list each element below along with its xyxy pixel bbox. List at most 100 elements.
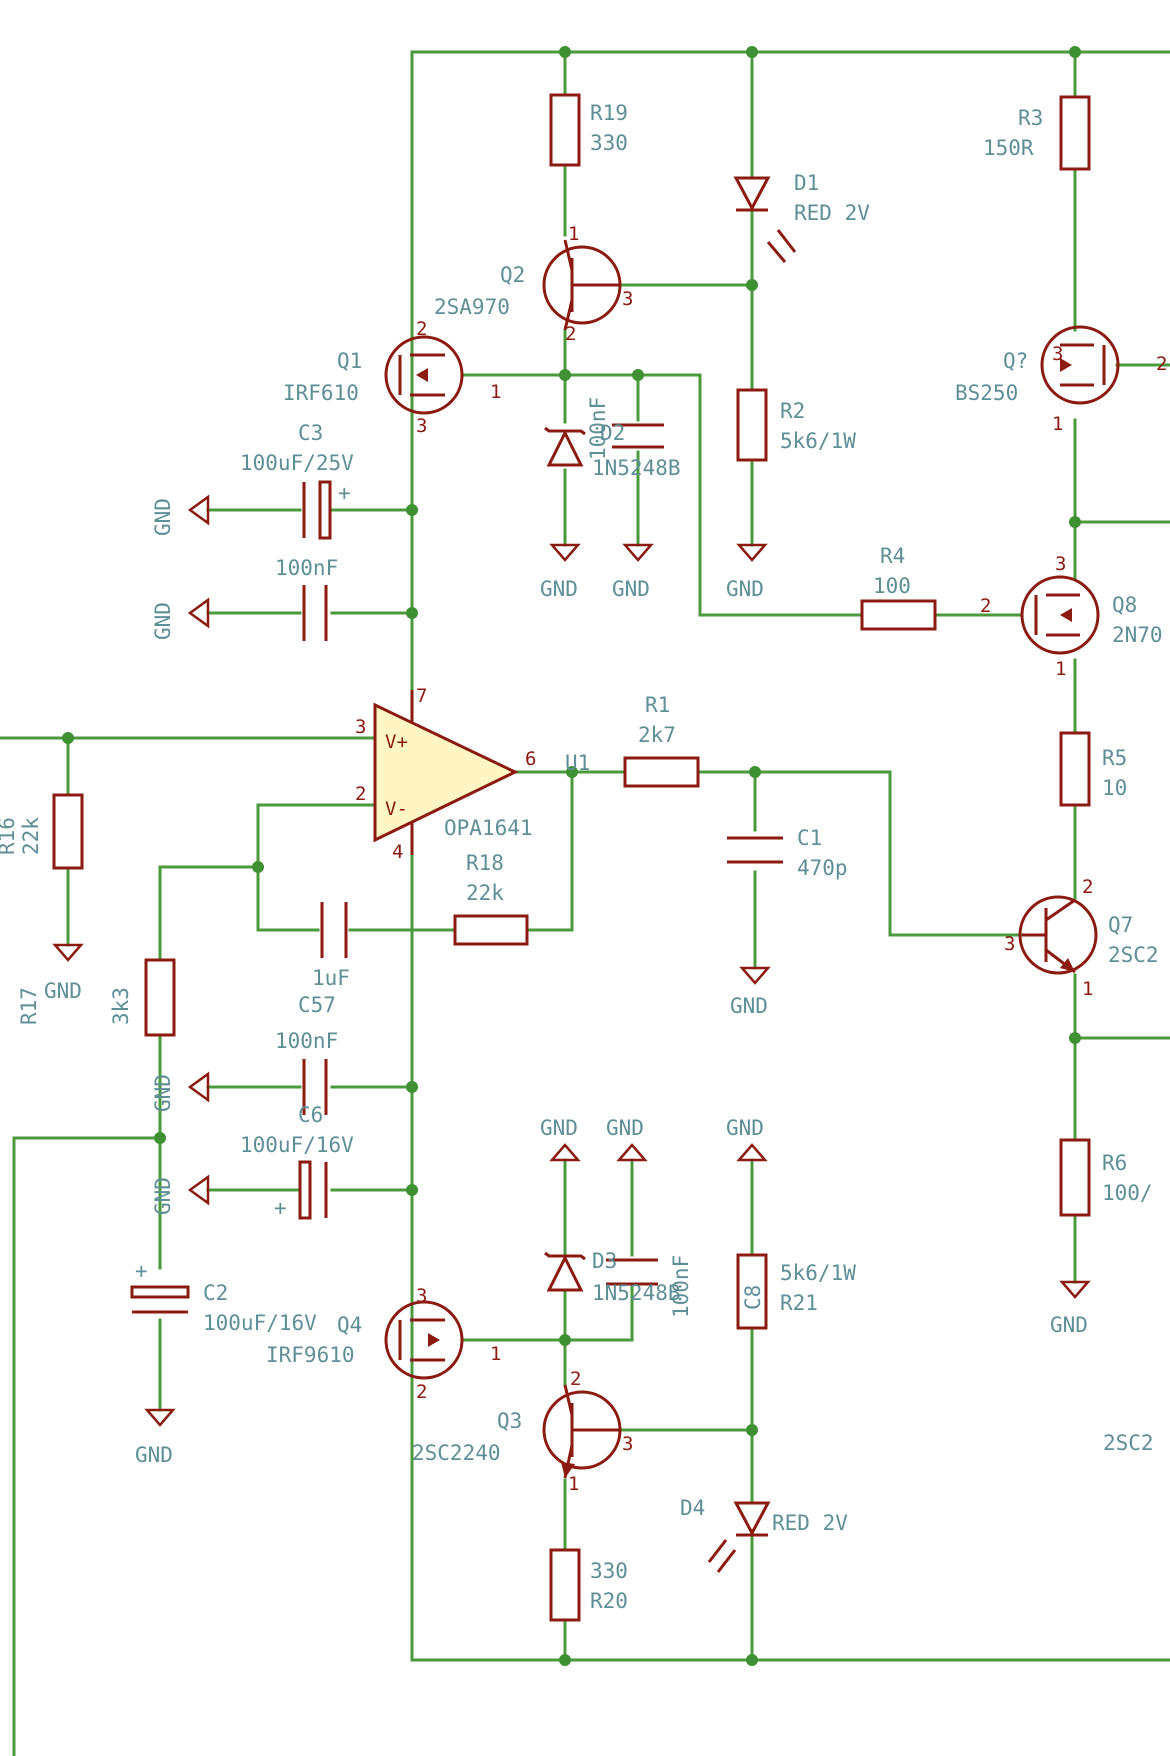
pin-number: 3 [622, 1433, 633, 1455]
pin-number: 1 [490, 1343, 501, 1365]
label-c8-ref: C8 [741, 1285, 765, 1310]
resistor-r16 [52, 793, 84, 870]
label-r1-ref: R1 [645, 693, 670, 717]
label-c57-ref: C57 [298, 993, 336, 1017]
resistor-r5 [1059, 731, 1091, 807]
transistor-q4 [384, 1300, 464, 1380]
resistor-r1 [623, 756, 700, 788]
label-r17-value: 3k3 [109, 987, 133, 1025]
component-labels: R19 330 D1 RED 2V R3 150R Q2 2SA970 Q1 I… [0, 101, 1163, 1613]
label-c8-value: 5k6/1W [780, 1261, 856, 1285]
pin-number: 3 [1052, 343, 1063, 365]
label-q2-value: 2SA970 [434, 295, 510, 319]
label-d3-value: 1N5248B [592, 1281, 681, 1305]
diode-d4 [707, 1501, 771, 1573]
label-r20-value: 330 [590, 1559, 628, 1583]
transistors [384, 239, 1120, 1479]
label-r18-value: 22k [466, 881, 504, 905]
label-q4-ref: Q4 [337, 1313, 362, 1337]
label-r3-value: 150R [983, 136, 1034, 160]
label-r20-ref: R20 [590, 1589, 628, 1613]
label-r2-value: 5k6/1W [780, 429, 856, 453]
pin-number: 1 [568, 223, 579, 245]
label-d4-value: RED 2V [772, 1511, 848, 1535]
gnd-label: GND [606, 1116, 644, 1140]
pin-number: 3 [416, 415, 427, 437]
capacitor-c3 [302, 480, 332, 540]
pin-numbers: 1 3 2 2 1 3 3 1 2 3 2 1 3 2 7 4 6 V+ V- … [355, 223, 1167, 1495]
transistor-q3 [542, 1384, 622, 1479]
pin-number: 1 [1082, 978, 1093, 1000]
diode-d1 [733, 176, 797, 263]
gnd-label: GND [726, 1116, 764, 1140]
pin-number: 3 [622, 288, 633, 310]
capacitor-c2 [130, 1285, 190, 1314]
gnd-label: GND [135, 1443, 173, 1467]
resistors [52, 93, 1091, 1622]
label-c3-plus: + [338, 481, 351, 505]
pin-number: V+ [385, 731, 408, 753]
pin-number: 2 [1156, 353, 1167, 375]
pin-number: 1 [1055, 658, 1066, 680]
label-q-bs250-value: BS250 [955, 381, 1018, 405]
gnd-label: GND [1050, 1313, 1088, 1337]
label-q3-value: 2SC2240 [412, 1441, 501, 1465]
label-c2-value: 100uF/16V [203, 1311, 317, 1335]
label-c2-ref: C2 [203, 1281, 228, 1305]
gnd-label: GND [726, 577, 764, 601]
pin-number: 2 [355, 783, 366, 805]
capacitors [130, 423, 783, 1314]
label-d1-value: RED 2V [794, 201, 870, 225]
ground-symbols [52, 494, 1091, 1427]
label-r16-ref: R16 [0, 817, 19, 855]
label-q7-ref: Q7 [1108, 913, 1133, 937]
gnd-label: GND [44, 979, 82, 1003]
label-q8-ref: Q8 [1112, 593, 1137, 617]
label-c8-cap-value: 100nF [669, 1255, 693, 1318]
label-100nf-top: 100nF [275, 556, 338, 580]
label-q7-value: 2SC2 [1108, 943, 1159, 967]
label-r5-ref: R5 [1102, 746, 1127, 770]
resistor-r21 [736, 1253, 768, 1330]
pin-number: 1 [1052, 413, 1063, 435]
label-q1-value: IRF610 [283, 381, 359, 405]
label-r4-ref: R4 [880, 544, 905, 568]
gnd-labels: GND GND GND GND GND GND GND GND GND GND … [44, 498, 1088, 1467]
label-d1-ref: D1 [794, 171, 819, 195]
gnd-label: GND [151, 498, 175, 536]
resistor-r18 [453, 914, 529, 946]
label-r6-value: 100/ [1102, 1181, 1153, 1205]
capacitor-c57 [320, 902, 348, 958]
label-c-d2-value: 100nF [586, 397, 610, 460]
label-r19-ref: R19 [590, 101, 628, 125]
capacitor-c6 [298, 1160, 328, 1220]
diode-d3 [544, 1251, 586, 1292]
label-q8-value: 2N70 [1112, 623, 1163, 647]
junctions [62, 46, 1081, 1666]
label-r17-ref: R17 [17, 987, 41, 1025]
label-r21-ref: R21 [780, 1291, 818, 1315]
pin-number: 6 [525, 748, 536, 770]
gnd-label: GND [540, 577, 578, 601]
label-c57-value: 1uF [312, 966, 350, 990]
label-r2-ref: R2 [780, 399, 805, 423]
label-r4-value: 100 [873, 574, 911, 598]
transistor-q-bs250 [1040, 325, 1120, 405]
label-r6-ref: R6 [1102, 1151, 1127, 1175]
pin-number: 3 [1004, 933, 1015, 955]
diodes [544, 176, 797, 1573]
label-partial-right: 2SC2 [1103, 1431, 1154, 1455]
gnd-label: GND [151, 1177, 175, 1215]
label-d4-ref: D4 [680, 1496, 705, 1520]
pin-number: 2 [570, 1368, 581, 1390]
pin-number: 2 [416, 318, 427, 340]
gnd-label: GND [151, 602, 175, 640]
label-d3-ref: D3 [592, 1249, 617, 1273]
pin-number: 7 [416, 685, 427, 707]
pin-number: 3 [355, 716, 366, 738]
label-c2-plus: + [135, 1259, 148, 1283]
label-q2-ref: Q2 [500, 263, 525, 287]
label-q1-ref: Q1 [337, 349, 362, 373]
resistor-r3 [1059, 95, 1091, 171]
